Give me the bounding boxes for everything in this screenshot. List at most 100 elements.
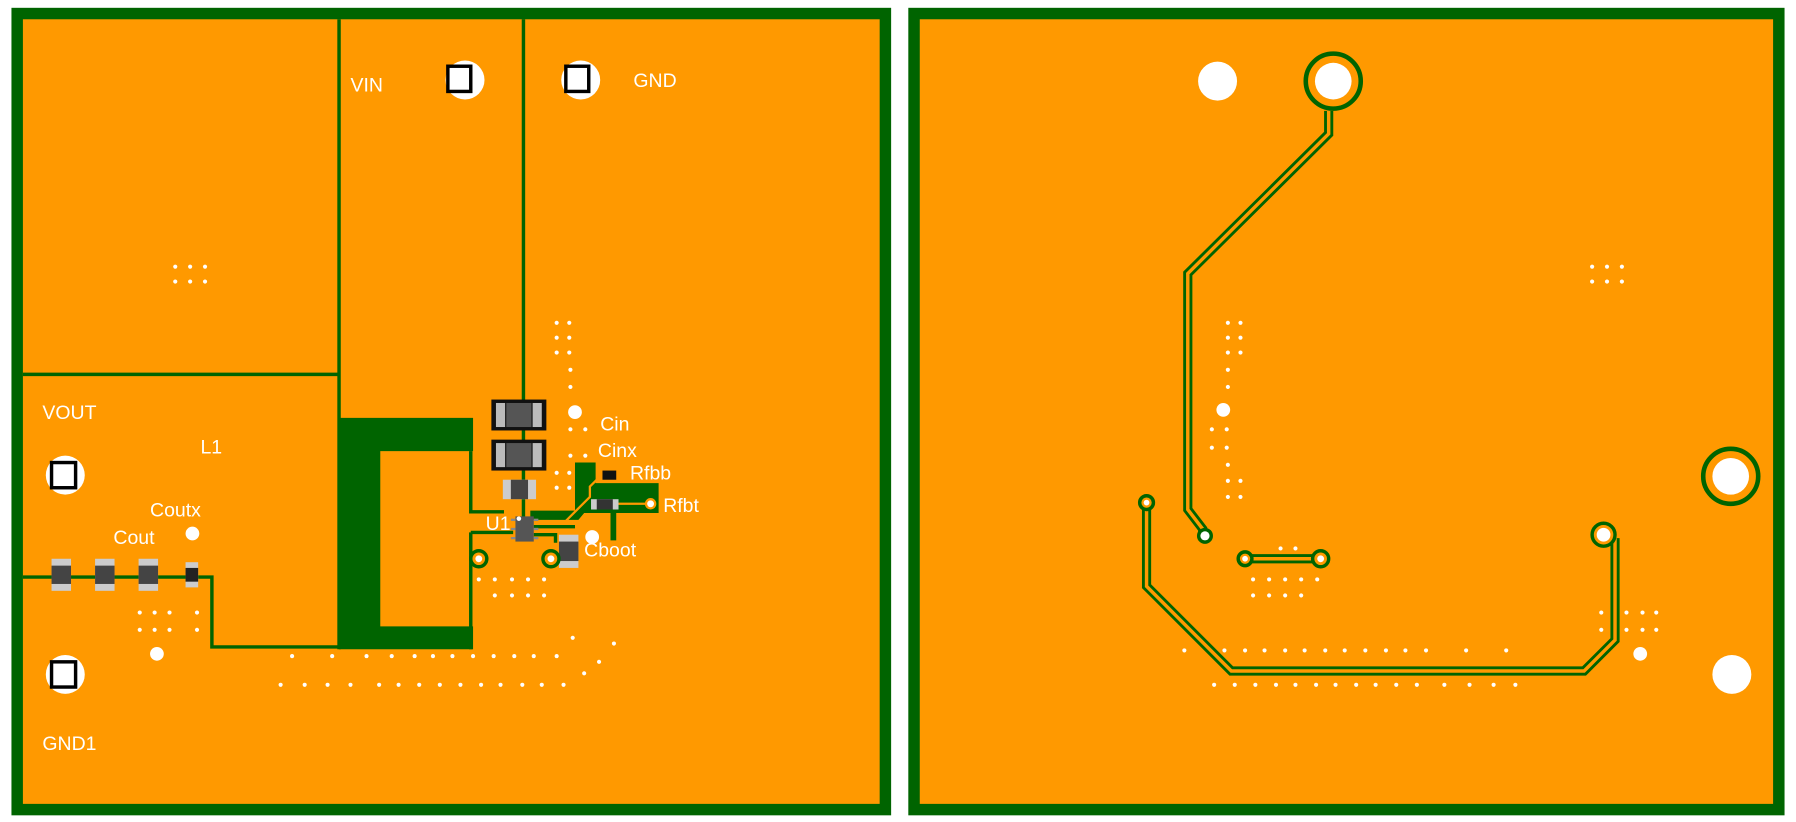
via	[152, 610, 157, 615]
via	[568, 367, 573, 372]
via	[188, 279, 193, 284]
via	[1222, 648, 1227, 653]
coutx-capacitor[interactable]	[185, 562, 199, 588]
bottom-pad-2	[1303, 51, 1364, 111]
bottom-pad-3	[1700, 446, 1761, 507]
via	[1225, 384, 1230, 390]
via	[1253, 682, 1258, 687]
via	[167, 627, 172, 632]
top-board-copper	[22, 19, 880, 804]
via	[611, 641, 617, 646]
via	[554, 485, 559, 490]
via	[1283, 593, 1288, 598]
via	[567, 470, 572, 475]
bottom-vias	[1182, 264, 1659, 687]
small-capacitor[interactable]	[502, 479, 537, 500]
cboot-label: Cboot	[584, 539, 637, 561]
bottom-layer-board	[908, 7, 1785, 816]
via	[278, 682, 283, 687]
via	[498, 682, 503, 687]
via	[1513, 682, 1518, 687]
via	[531, 654, 536, 659]
via	[1590, 264, 1595, 269]
via	[1604, 279, 1610, 284]
via	[554, 335, 559, 340]
vin-label: VIN	[350, 74, 382, 96]
gnd-label: GND	[633, 70, 676, 92]
via	[412, 654, 417, 659]
u1-chip[interactable]	[510, 516, 539, 542]
via	[1262, 648, 1267, 653]
via	[1640, 627, 1645, 632]
via	[1383, 648, 1389, 653]
via	[396, 682, 401, 687]
rfbt-resistor[interactable]	[591, 499, 619, 510]
via	[1251, 593, 1256, 598]
via	[479, 682, 484, 687]
via	[509, 593, 515, 598]
via	[1467, 682, 1472, 687]
cout-label: Cout	[113, 527, 155, 549]
cboot-capacitor[interactable]	[558, 534, 579, 568]
via	[583, 427, 588, 432]
via	[470, 654, 476, 659]
via	[1293, 546, 1298, 551]
via	[1315, 577, 1320, 582]
via	[554, 350, 559, 355]
via	[152, 627, 157, 632]
via	[567, 320, 572, 325]
via	[1654, 627, 1659, 632]
via	[542, 577, 547, 582]
via	[583, 453, 588, 458]
via	[1278, 546, 1283, 551]
via	[582, 671, 587, 676]
via	[1403, 648, 1408, 653]
cin-capacitor[interactable]	[491, 399, 547, 431]
via	[1267, 577, 1272, 582]
cinx-capacitor[interactable]	[491, 439, 547, 471]
via	[188, 264, 193, 269]
coutx-label: Coutx	[150, 499, 201, 521]
via	[1464, 648, 1469, 653]
via	[1654, 610, 1659, 615]
via	[458, 682, 463, 687]
via	[1323, 648, 1328, 653]
via	[1224, 445, 1229, 450]
via	[1599, 627, 1604, 632]
via	[1238, 335, 1243, 340]
via	[1314, 682, 1319, 687]
via	[1299, 593, 1304, 598]
rfbb-resistor[interactable]	[602, 470, 617, 480]
via	[389, 654, 394, 659]
rfbt-via	[644, 498, 657, 510]
via	[1238, 350, 1243, 355]
via	[430, 654, 436, 659]
via	[202, 264, 208, 269]
gnd1-label: GND1	[42, 733, 96, 755]
via	[1333, 682, 1338, 687]
via	[1633, 646, 1648, 661]
cout-capacitors[interactable]	[51, 558, 159, 591]
via	[492, 577, 497, 582]
via	[1373, 682, 1378, 687]
via	[185, 526, 200, 541]
via	[1299, 577, 1304, 582]
via	[364, 654, 369, 659]
via	[137, 627, 142, 632]
via	[554, 320, 559, 325]
via	[1238, 494, 1243, 499]
via	[1624, 627, 1629, 632]
via	[1619, 279, 1624, 284]
top-ring-vias	[469, 549, 561, 569]
via	[1342, 648, 1347, 653]
via	[1209, 445, 1214, 450]
via	[1619, 264, 1624, 269]
via	[1273, 682, 1279, 687]
cinx-label: Cinx	[598, 440, 637, 462]
gnd1-terminal-pad	[45, 654, 85, 694]
via	[330, 654, 335, 659]
via	[194, 610, 200, 615]
via	[568, 427, 573, 432]
gnd-terminal-pad	[561, 60, 601, 100]
